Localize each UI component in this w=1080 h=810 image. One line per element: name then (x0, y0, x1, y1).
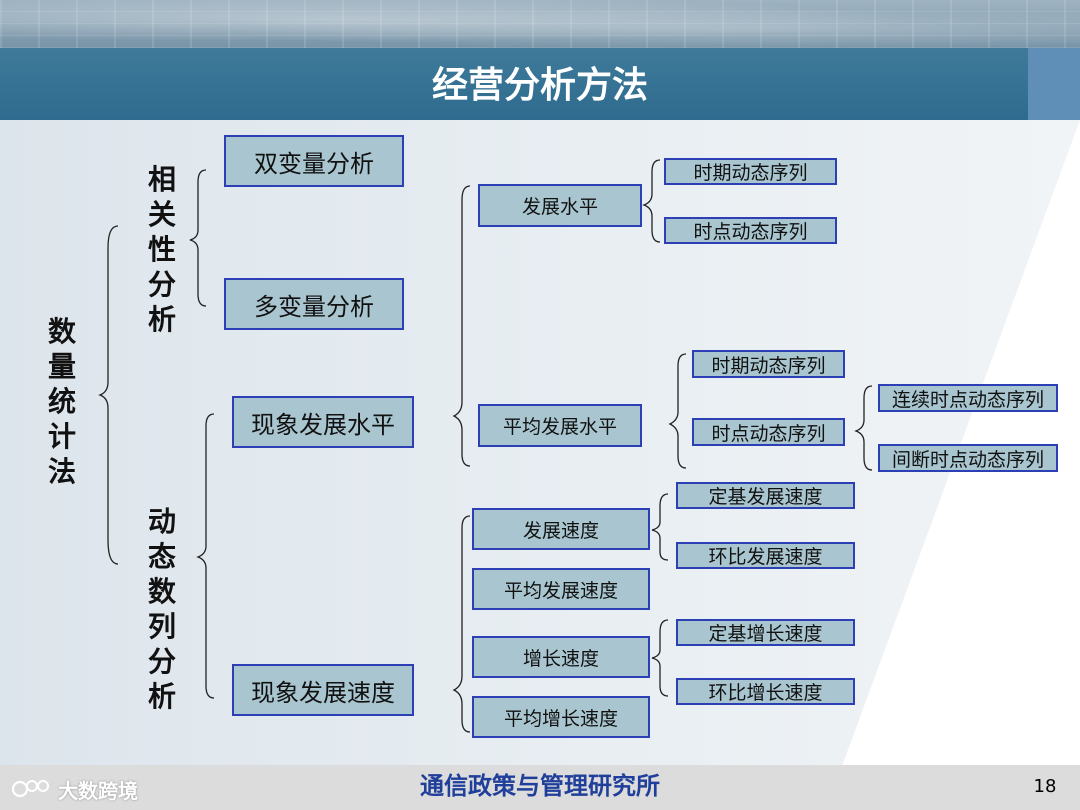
branch-label-correlation: 相关性分析 (147, 163, 176, 336)
level-brace (452, 185, 471, 467)
root-label: 数量统计法 (47, 315, 76, 488)
node-growth-speed: 增长速度 (472, 636, 650, 678)
point-series-brace (854, 385, 873, 471)
node-multivariate-analysis: 多变量分析 (224, 278, 404, 330)
node-chain-growth-speed: 环比增长速度 (676, 678, 855, 705)
page-number: 18 (1033, 776, 1057, 797)
branch-label-dynamic-series: 动态数列分析 (147, 505, 176, 713)
node-point-series-1: 时点动态序列 (664, 217, 837, 244)
title-band (0, 48, 1080, 120)
node-fixed-base-dev-speed: 定基发展速度 (676, 482, 855, 509)
footer-organization: 通信政策与管理研究所 (420, 772, 660, 800)
node-interval-point-series: 间断时点动态序列 (878, 444, 1058, 472)
node-bivariate-analysis: 双变量分析 (224, 135, 404, 187)
node-period-series-1: 时期动态序列 (664, 158, 837, 185)
tree-brackets (98, 159, 873, 733)
node-point-series-2: 时点动态序列 (692, 418, 845, 446)
dev-level-brace (642, 159, 661, 243)
node-dev-level: 发展水平 (478, 184, 642, 227)
node-chain-dev-speed: 环比发展速度 (676, 542, 855, 569)
dev-speed-brace (651, 493, 669, 561)
watermark-logo: 大数跨境 (10, 774, 138, 804)
node-avg-dev-level: 平均发展水平 (478, 404, 642, 447)
map-banner-image (0, 0, 1080, 48)
correlation-brace (189, 169, 207, 307)
header-band (0, 0, 1080, 120)
node-continuous-point-series: 连续时点动态序列 (878, 384, 1058, 412)
node-development-speed: 现象发展速度 (232, 664, 414, 716)
node-development-level: 现象发展水平 (232, 396, 414, 448)
root-brace (98, 225, 119, 565)
growth-speed-brace (651, 619, 669, 697)
dynamic-series-brace (196, 413, 215, 699)
watermark-icon (11, 780, 49, 798)
avg-level-brace (668, 353, 687, 469)
node-period-series-2: 时期动态序列 (692, 350, 845, 378)
node-avg-growth-speed: 平均增长速度 (472, 696, 650, 738)
watermark-text: 大数跨境 (58, 778, 138, 803)
node-dev-speed: 发展速度 (472, 508, 650, 550)
page-title: 经营分析方法 (431, 65, 648, 106)
node-fixed-base-growth-speed: 定基增长速度 (676, 619, 855, 646)
node-avg-dev-speed: 平均发展速度 (472, 568, 650, 610)
method-tree-diagram: 数量统计法 相关性分析 动态数列分析 双变量分析 多变量分析 现象发展水平 现象… (0, 120, 1080, 765)
footer-bar (0, 765, 1080, 810)
speed-brace (452, 515, 471, 733)
header-accent-block (1028, 48, 1080, 120)
